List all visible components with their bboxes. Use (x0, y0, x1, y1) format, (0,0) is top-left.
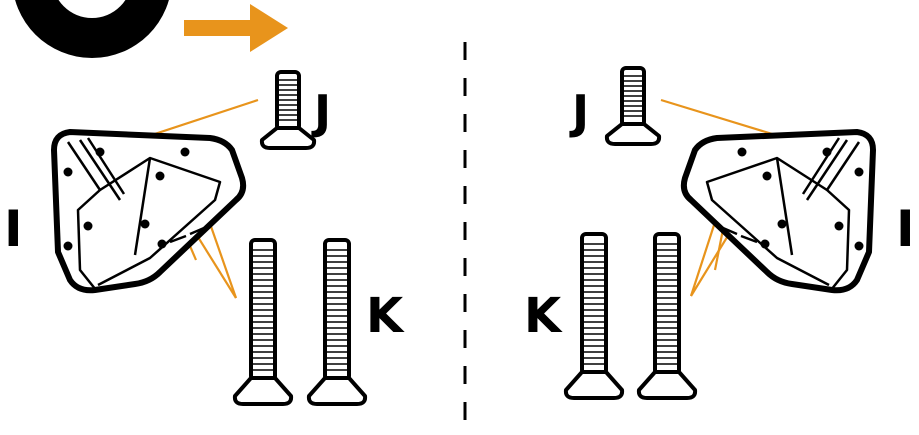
label-long-screw-right: K (524, 288, 563, 344)
long-screw-left-1 (232, 238, 294, 406)
short-screw-right (604, 66, 662, 146)
label-long-screw-left: K (366, 288, 405, 344)
step-badge-circle (15, 0, 169, 58)
long-screw-right-2 (563, 232, 625, 400)
mounting-bracket-left (54, 132, 243, 290)
arrow-right-icon (184, 4, 288, 52)
label-short-screw-right: J (569, 85, 589, 139)
left-assembly: I J K (4, 70, 405, 406)
right-assembly: I J K (524, 66, 915, 400)
long-screw-left-2 (306, 238, 368, 406)
label-short-screw-left: J (311, 85, 331, 139)
label-bracket-right: I (896, 200, 915, 258)
step-badge (15, 0, 169, 58)
long-screw-right-1 (636, 232, 698, 400)
label-bracket-left: I (4, 200, 23, 258)
step-badge-inner (58, 0, 126, 18)
mounting-bracket-right (684, 132, 873, 290)
short-screw-left (259, 70, 317, 150)
